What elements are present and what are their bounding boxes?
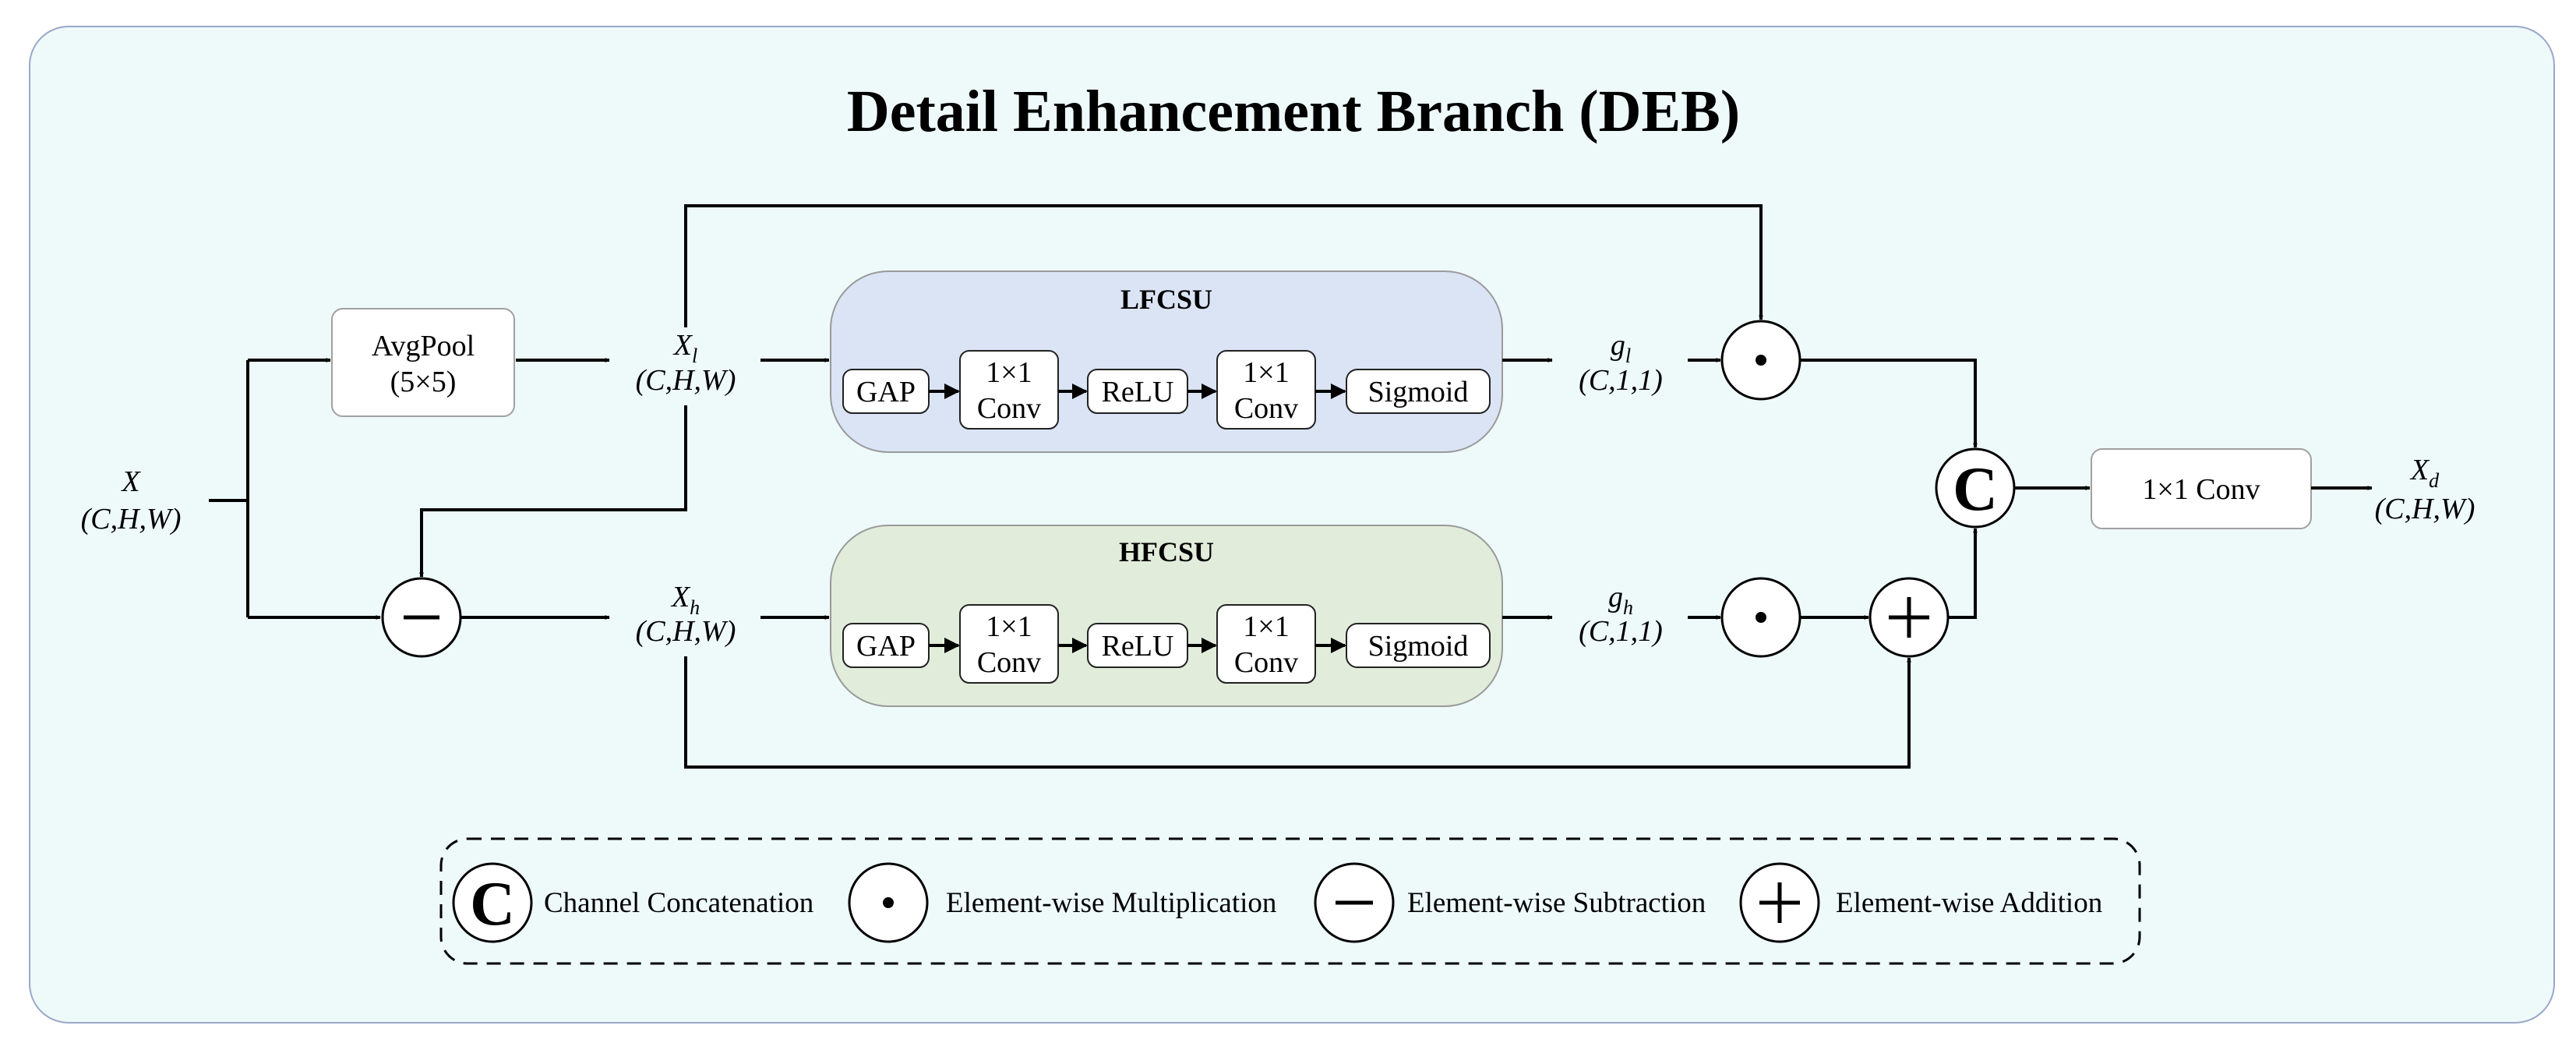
- gl-label: gl (C,1,1): [1579, 329, 1663, 397]
- svg-text:(C,H,W): (C,H,W): [636, 364, 736, 397]
- hfcsu-conv2: 1×1 Conv: [1216, 604, 1316, 684]
- svg-text:Channel Concatenation: Channel Concatenation: [544, 887, 813, 919]
- hfcsu-sigmoid: Sigmoid: [1346, 623, 1491, 668]
- hfcsu-gap: GAP: [842, 623, 930, 668]
- svg-text:Xd: Xd: [2409, 454, 2440, 492]
- svg-text:1×1: 1×1: [986, 356, 1032, 389]
- connectors: [209, 204, 2373, 769]
- gh-label: gh (C,1,1): [1579, 581, 1663, 648]
- avgpool-block: AvgPool (5×5): [331, 308, 515, 417]
- svg-text:Conv: Conv: [1234, 392, 1298, 425]
- svg-text:Element-wise Addition: Element-wise Addition: [1836, 887, 2102, 919]
- svg-text:Xl: Xl: [672, 329, 697, 367]
- legend-add-item: Element-wise Addition: [1739, 862, 2102, 943]
- legend-concat-item: C Channel Concatenation: [452, 862, 813, 943]
- svg-text:1×1: 1×1: [986, 610, 1032, 643]
- lfcsu-conv2: 1×1 Conv: [1216, 350, 1316, 430]
- svg-text:Element-wise Subtraction: Element-wise Subtraction: [1407, 887, 1706, 919]
- svg-text:X: X: [120, 465, 141, 498]
- svg-text:(C,1,1): (C,1,1): [1579, 364, 1663, 397]
- svg-text:1×1: 1×1: [1243, 610, 1289, 643]
- diagram-title: Detail Enhancement Branch (DEB): [847, 79, 1740, 144]
- svg-text:(C,H,W): (C,H,W): [636, 615, 736, 648]
- svg-text:Xh: Xh: [670, 581, 700, 619]
- lfcsu-conv1: 1×1 Conv: [959, 350, 1059, 430]
- xh-label: Xh (C,H,W): [636, 581, 736, 648]
- svg-text:(5×5): (5×5): [390, 366, 457, 398]
- svg-text:AvgPool: AvgPool: [372, 330, 475, 362]
- lfcsu-block: LFCSU GAP 1×1 Conv ReLU 1×1 Conv Sigmoid: [830, 270, 1503, 453]
- hfcsu-conv1: 1×1 Conv: [959, 604, 1059, 684]
- svg-text:C: C: [470, 870, 515, 939]
- svg-text:Conv: Conv: [977, 646, 1041, 679]
- svg-text:ReLU: ReLU: [1102, 630, 1174, 663]
- lfcsu-gap: GAP: [842, 369, 930, 414]
- svg-text:gh: gh: [1608, 581, 1633, 619]
- svg-text:1×1 Conv: 1×1 Conv: [2142, 473, 2260, 506]
- lfcsu-relu: ReLU: [1087, 369, 1188, 414]
- svg-text:GAP: GAP: [856, 630, 916, 663]
- svg-text:HFCSU: HFCSU: [1119, 536, 1214, 567]
- legend-sub-item: Element-wise Subtraction: [1314, 862, 1706, 943]
- svg-text:Conv: Conv: [977, 392, 1041, 425]
- lfcsu-sigmoid: Sigmoid: [1346, 369, 1491, 414]
- addition-op: [1868, 577, 1950, 658]
- multiplication-op-top: [1720, 320, 1801, 401]
- legend: C Channel Concatenation Element-wise Mul…: [439, 837, 2141, 965]
- svg-text:gl: gl: [1611, 329, 1631, 367]
- svg-text:Element-wise Multiplication: Element-wise Multiplication: [946, 887, 1276, 919]
- hfcsu-block: HFCSU GAP 1×1 Conv ReLU 1×1 Conv Sigmoid: [830, 525, 1503, 707]
- subtraction-op: [381, 577, 462, 658]
- svg-text:(C,1,1): (C,1,1): [1579, 615, 1663, 648]
- final-conv-block: 1×1 Conv: [2091, 448, 2312, 529]
- svg-text:GAP: GAP: [856, 376, 916, 408]
- svg-text:LFCSU: LFCSU: [1120, 284, 1212, 315]
- concat-op: C: [1935, 447, 2016, 529]
- output-label: Xd (C,H,W): [2375, 454, 2475, 525]
- xl-label: Xl (C,H,W): [636, 329, 736, 397]
- svg-text:(C,H,W): (C,H,W): [81, 503, 182, 536]
- svg-text:Sigmoid: Sigmoid: [1368, 630, 1469, 663]
- svg-text:(C,H,W): (C,H,W): [2375, 493, 2475, 525]
- svg-text:1×1: 1×1: [1243, 356, 1289, 389]
- input-label: X (C,H,W): [81, 465, 182, 536]
- multiplication-op-bottom: [1720, 577, 1801, 658]
- svg-text:Sigmoid: Sigmoid: [1368, 376, 1469, 408]
- hfcsu-relu: ReLU: [1087, 623, 1188, 668]
- svg-text:ReLU: ReLU: [1102, 376, 1174, 408]
- legend-mult-item: Element-wise Multiplication: [848, 862, 1276, 943]
- svg-text:Conv: Conv: [1234, 646, 1298, 679]
- svg-text:C: C: [1953, 455, 1998, 524]
